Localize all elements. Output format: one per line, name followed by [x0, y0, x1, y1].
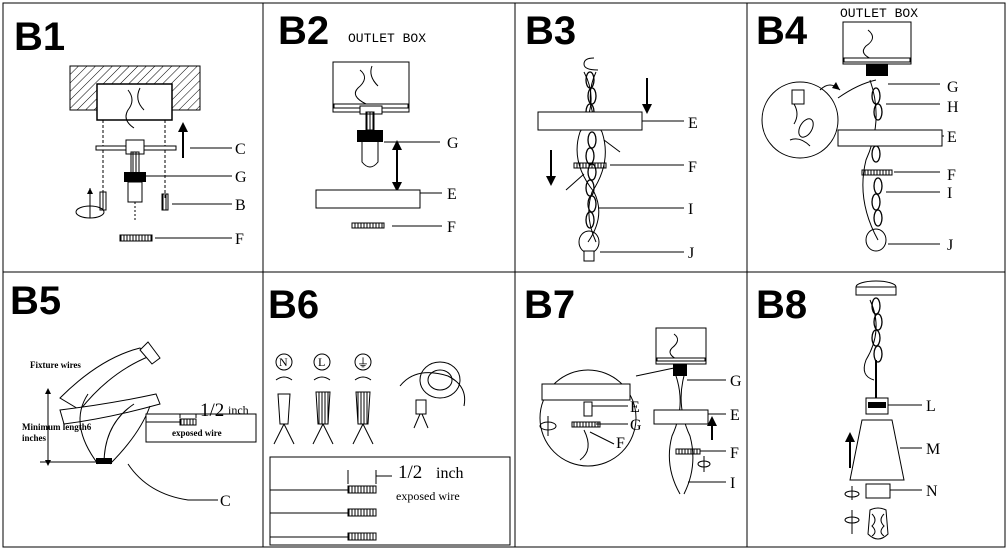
step-title: B7 [524, 283, 575, 327]
label-i: I [730, 475, 735, 492]
min-length-unit: inches [22, 433, 47, 443]
panel-b8: B8 L M N [756, 280, 940, 540]
outlet-box-caption: OUTLET BOX [348, 31, 426, 46]
label-c: C [220, 493, 231, 510]
strip-length-unit: inch [436, 465, 464, 482]
label-e: E [688, 115, 698, 132]
label-e: E [947, 129, 957, 146]
exposed-wire-text: exposed wire [396, 489, 460, 503]
panel-b2: B2 OUTLET BOX G E F [278, 9, 459, 236]
panel-b1: B1 C G B F [14, 15, 247, 248]
label-g: G [235, 169, 247, 186]
label-h: H [947, 99, 959, 116]
exposed-wire-text: exposed wire [172, 428, 222, 438]
panel-b3: B3 E F I J [525, 9, 698, 262]
label-g-inset: G [630, 417, 642, 434]
label-i: I [688, 201, 693, 218]
label-l: L [926, 398, 936, 415]
step-title: B3 [525, 9, 576, 53]
step-title: B6 [268, 283, 319, 327]
label-f: F [947, 167, 956, 184]
label-f-inset: F [616, 435, 625, 452]
outlet-box-caption: OUTLET BOX [840, 6, 918, 21]
panel-b5: B5 Fixture wires Minimum length6 inches … [10, 279, 257, 510]
label-i: I [947, 185, 952, 202]
label-f: F [447, 219, 456, 236]
label-f: F [235, 231, 244, 248]
label-e: E [730, 407, 740, 424]
symbol-live: L [318, 355, 325, 369]
label-e-inset: E [630, 399, 640, 416]
label-g: G [730, 373, 742, 390]
min-length-text: Minimum length6 [22, 422, 92, 432]
panel-b4: B4 OUTLET BOX G H E F I J [756, 6, 959, 254]
strip-length-unit: inch [228, 403, 249, 417]
label-g: G [947, 79, 959, 96]
label-f: F [730, 445, 739, 462]
label-j: J [947, 237, 953, 254]
panel-b7: B7 G E G F E F I [524, 283, 742, 495]
strip-length-fraction: 1/2 [200, 400, 224, 421]
label-m: M [926, 441, 940, 458]
symbol-ground: ⏚ [357, 356, 369, 370]
step-title: B4 [756, 9, 808, 53]
step-title: B1 [14, 15, 65, 59]
label-f: F [688, 159, 697, 176]
strip-length-fraction: 1/2 [398, 462, 422, 483]
fixture-wires-text: Fixture wires [30, 360, 81, 370]
label-g: G [447, 135, 459, 152]
step-title: B2 [278, 9, 329, 53]
panel-b6: B6 N L ⏚ 1/2 inch exposed wire [268, 283, 511, 546]
label-j: J [688, 245, 694, 262]
step-title: B5 [10, 279, 61, 323]
label-n: N [926, 483, 938, 500]
label-c: C [235, 141, 246, 158]
symbol-neutral: N [279, 355, 288, 369]
chain [871, 87, 883, 227]
step-title: B8 [756, 283, 807, 327]
label-e: E [447, 186, 457, 203]
label-b: B [235, 197, 246, 214]
